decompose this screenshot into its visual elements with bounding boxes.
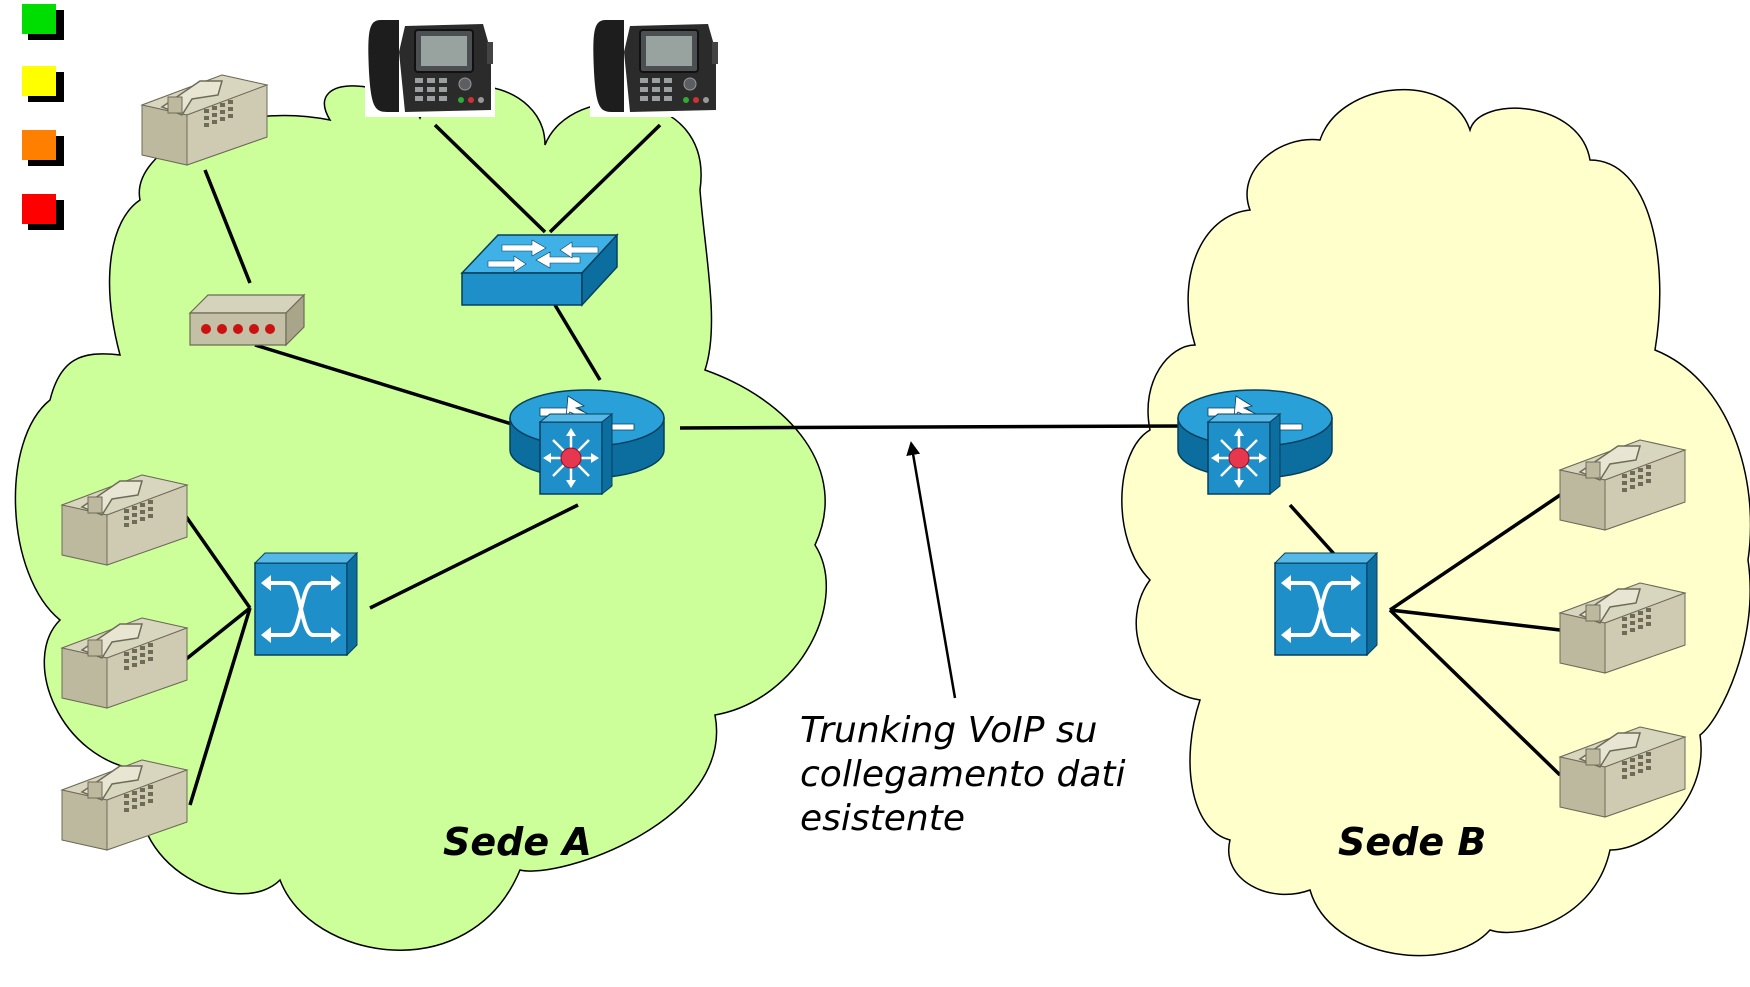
site-b-label: Sede B xyxy=(1338,820,1486,864)
link-atmA-phone3 xyxy=(188,607,252,806)
atm-switch-icon xyxy=(1273,551,1379,657)
link-atmA-phone1 xyxy=(183,513,252,610)
legend xyxy=(22,4,64,230)
link-routerA-atmA xyxy=(369,503,579,610)
link-atmB-phone3 xyxy=(1388,608,1562,777)
annotation-line-2: collegamento dati xyxy=(800,754,1126,795)
trunk-link xyxy=(679,424,1191,430)
link-ipphone2-switch xyxy=(548,123,662,234)
annotation-line-3: esistente xyxy=(800,798,965,839)
annotation-text: Trunking VoIP su collegamento dati esist… xyxy=(800,710,1137,839)
legend-square-orange xyxy=(22,130,64,166)
annotation-arrow xyxy=(906,441,957,699)
site-b-cloud xyxy=(1121,89,1750,957)
legend-square-red xyxy=(22,194,64,230)
ip-phone-icon xyxy=(589,11,721,118)
ip-phone-icon xyxy=(364,11,496,118)
legend-square-yellow xyxy=(22,66,64,102)
link-switch-routerA xyxy=(553,304,602,381)
link-modem-routerA xyxy=(254,343,516,427)
annotation-line-1: Trunking VoIP su xyxy=(800,710,1097,751)
modem-icon xyxy=(189,294,305,346)
site-a-label: Sede A xyxy=(443,820,592,864)
link-atmA-phone2 xyxy=(183,606,252,662)
atm-switch-icon xyxy=(253,551,359,657)
legend-square-green xyxy=(22,4,64,40)
links xyxy=(183,123,1576,806)
link-atmB-phone2 xyxy=(1389,608,1561,632)
link-atmB-phone1 xyxy=(1389,483,1576,612)
link-phone-modem xyxy=(203,169,252,284)
link-ipphone1-switch xyxy=(433,123,547,234)
link-routerB-atmB xyxy=(1288,503,1337,557)
